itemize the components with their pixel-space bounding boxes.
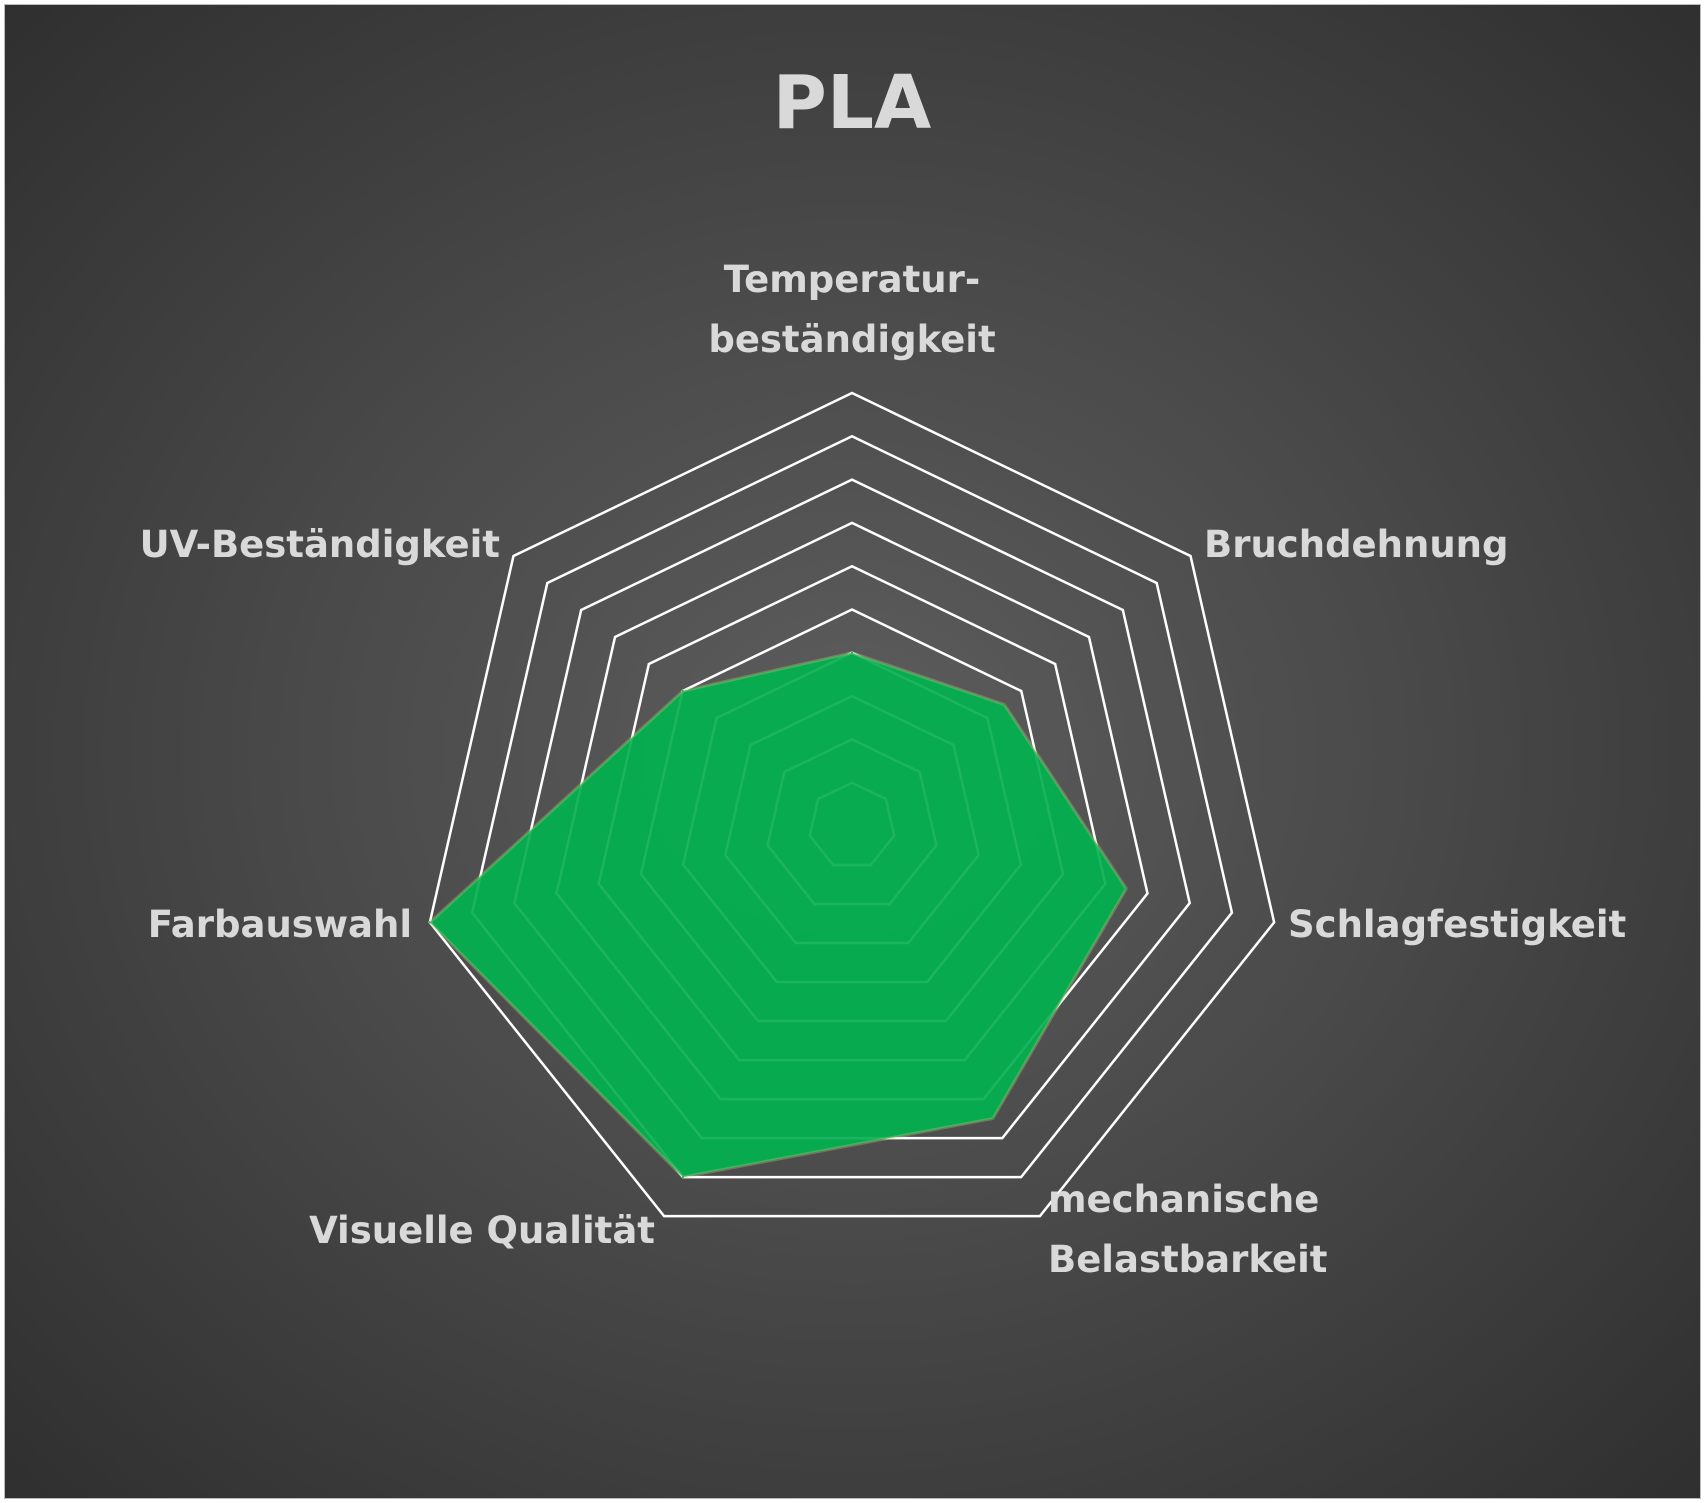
grid-ring-overlay-4 <box>681 651 1023 984</box>
data-point <box>681 1176 684 1179</box>
axis-label: UV-Beständigkeit <box>140 523 500 566</box>
axis-label: Farbauswahl <box>148 903 412 946</box>
grid-ring-10 <box>428 391 1276 1218</box>
axis-label: Schlagfestigkeit <box>1288 903 1626 946</box>
grid-ring-overlay-1 <box>808 781 896 867</box>
data-point <box>991 1117 994 1120</box>
grid-ring-overlay-8 <box>512 478 1192 1140</box>
data-point <box>851 651 853 654</box>
grid-ring-overlay-3 <box>724 694 980 945</box>
grid-ring-9 <box>470 434 1234 1179</box>
grid-ring-overlay-2 <box>766 738 938 906</box>
chart-title: PLA <box>773 60 932 146</box>
grid-ring-overlay-6 <box>597 564 1107 1062</box>
grid-ring-overlay-7 <box>555 521 1149 1101</box>
data-point <box>428 921 431 924</box>
data-point <box>1125 887 1128 890</box>
axis-label: Visuelle Qualität <box>309 1209 655 1252</box>
grid-ring-overlay-5 <box>639 608 1065 1023</box>
series-area-pla <box>427 651 1129 1179</box>
axis-label: Temperatur-beständigkeit <box>708 258 995 361</box>
data-point <box>681 690 684 693</box>
data-point <box>1003 703 1006 706</box>
grid-ring-overlay-10 <box>428 391 1276 1218</box>
grid-ring-overlay-9 <box>470 434 1234 1179</box>
axis-label: Bruchdehnung <box>1204 523 1509 566</box>
